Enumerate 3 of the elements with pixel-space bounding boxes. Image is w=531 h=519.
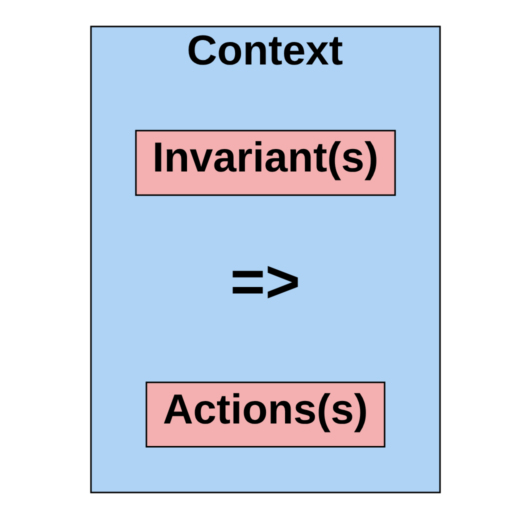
node-box: Invariant(s) xyxy=(135,130,396,196)
label: => xyxy=(230,248,300,316)
node-box: Actions(s) xyxy=(146,382,386,448)
